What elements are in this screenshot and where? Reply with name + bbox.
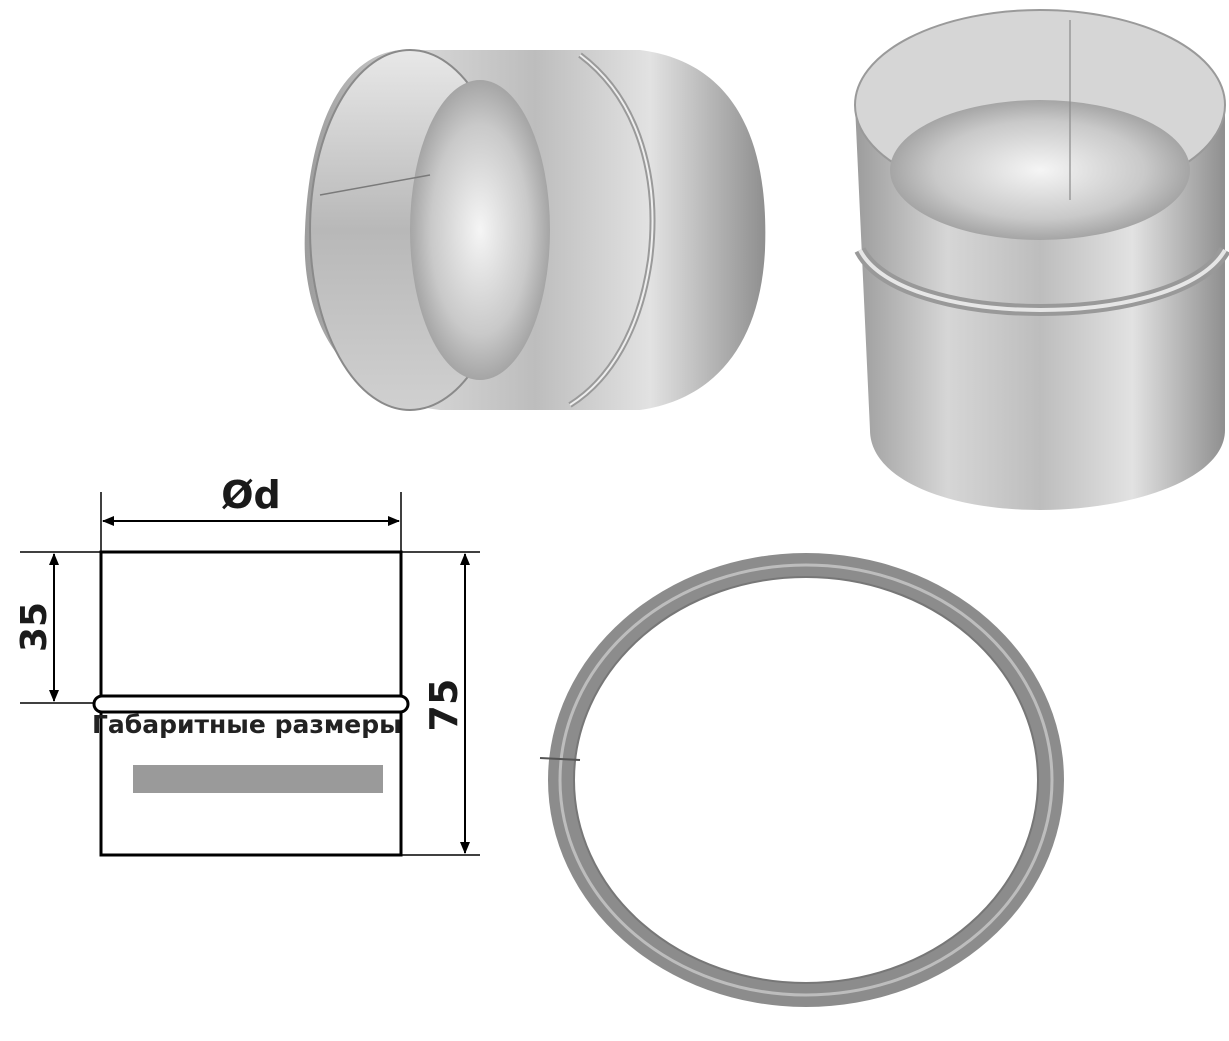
half-height-label: 35	[14, 602, 55, 652]
legend-bar	[133, 765, 383, 793]
height-label: 75	[422, 679, 466, 732]
drawing-bead	[92, 694, 410, 714]
dimension-drawing	[20, 492, 480, 857]
dimensions-caption: Габаритные размеры	[92, 710, 402, 739]
diameter-label: Ød	[221, 473, 281, 517]
coupling-render-top-view	[539, 553, 1064, 1007]
coupling-render-side	[304, 49, 766, 411]
coupling-render-upright	[854, 9, 1229, 510]
